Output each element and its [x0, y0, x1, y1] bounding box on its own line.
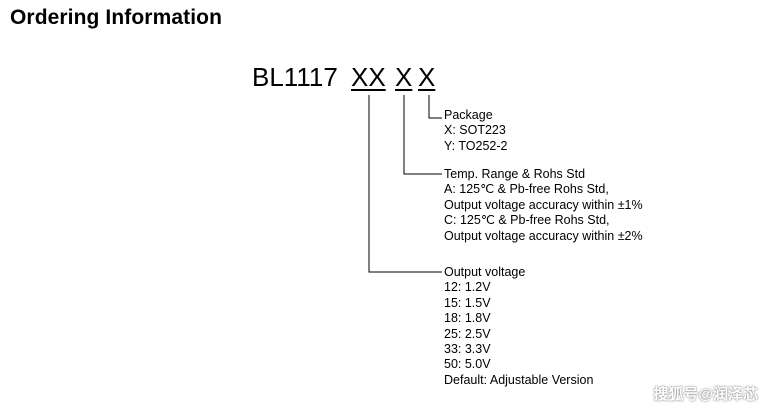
part-number-package-code: X [418, 62, 436, 92]
temp-range-option: C: 125℃ & Pb-free Rohs Std, [444, 213, 610, 228]
temp-range-option-detail: Output voltage accuracy within ±2% [444, 228, 643, 243]
package-connector [428, 95, 442, 119]
output-voltage-heading: Output voltage [444, 265, 526, 279]
temp-connector [403, 95, 442, 175]
package-option: Y: TO252-2 [444, 138, 508, 153]
watermark: 搜狐号@润泽芯 [653, 386, 758, 403]
voltage-connector [368, 95, 442, 273]
package-heading: Package [444, 108, 493, 122]
output-voltage-option: 33: 3.3V [444, 342, 491, 357]
package-options: Package X: SOT223 Y: TO252-2 [444, 108, 507, 154]
output-voltage-option: 25: 2.5V [444, 326, 491, 341]
temp-range-heading: Temp. Range & Rohs Std [444, 167, 586, 181]
output-voltage-option: 15: 1.5V [444, 295, 491, 310]
output-voltage-options: Output voltage 12: 1.2V 15: 1.5V 18: 1.8… [444, 265, 593, 388]
package-option: X: SOT223 [444, 123, 506, 138]
part-number-base: BL1117 [252, 62, 338, 92]
output-voltage-option: 12: 1.2V [444, 280, 491, 295]
output-voltage-option: 50: 5.0V [444, 357, 491, 372]
part-number-temp-code: X [395, 62, 413, 92]
page-title: Ordering Information [10, 6, 222, 29]
temp-range-option-detail: Output voltage accuracy within ±1% [444, 197, 643, 212]
temp-range-options: Temp. Range & Rohs Std A: 125℃ & Pb-free… [444, 167, 643, 244]
temp-range-option: A: 125℃ & Pb-free Rohs Std, [444, 182, 609, 197]
output-voltage-option: Default: Adjustable Version [444, 372, 594, 387]
output-voltage-option: 18: 1.8V [444, 311, 491, 326]
part-number-voltage-code: XX [351, 62, 386, 92]
